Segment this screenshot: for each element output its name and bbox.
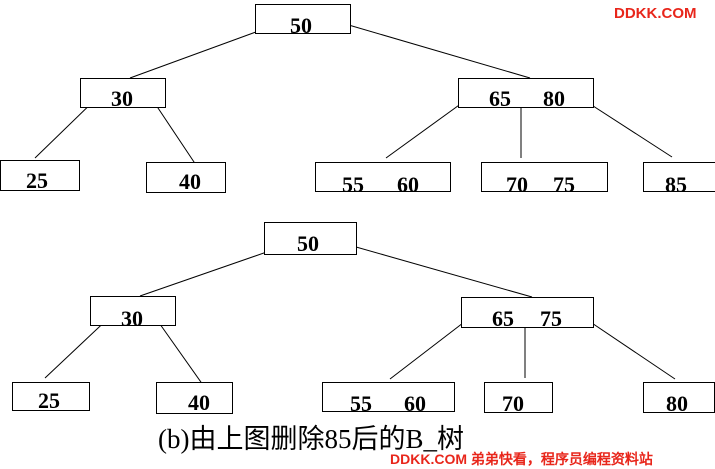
node-box bbox=[461, 297, 594, 328]
figure-caption: (b)由上图删除85后的B_树 bbox=[158, 424, 464, 454]
node-box bbox=[643, 382, 715, 413]
node-top-leaf-40: 40 bbox=[146, 162, 226, 194]
node-bot-left: 30 bbox=[90, 296, 176, 331]
node-key: 70 bbox=[502, 391, 524, 416]
node-top-right: 65 80 bbox=[458, 78, 594, 111]
nodes-layer: 50 30 65 80 25 40 55 60 70 75 85 50 30 65 75 25 40 55 60 70… bbox=[0, 4, 715, 416]
node-key: 55 bbox=[350, 391, 372, 416]
node-box bbox=[458, 78, 594, 108]
node-key: 60 bbox=[404, 391, 426, 416]
node-bot-leaf-40: 40 bbox=[156, 382, 233, 415]
node-box bbox=[264, 222, 357, 255]
edge-bot-root-to-bot-right bbox=[334, 240, 533, 298]
node-key: 80 bbox=[543, 86, 565, 111]
node-key: 50 bbox=[297, 231, 319, 256]
node-box bbox=[315, 162, 451, 192]
watermark-bottom: DDKK.COM 弟弟快看，程序员编程资料站 bbox=[390, 451, 653, 467]
node-top-leaf-55-60: 55 60 bbox=[315, 162, 451, 197]
node-box bbox=[90, 296, 176, 326]
node-top-root: 50 bbox=[255, 4, 351, 38]
node-key: 60 bbox=[397, 172, 419, 197]
node-box bbox=[322, 382, 455, 412]
node-top-leaf-70-75: 70 75 bbox=[481, 162, 608, 197]
node-box bbox=[484, 382, 553, 413]
node-box bbox=[12, 382, 90, 411]
node-key: 80 bbox=[666, 391, 688, 416]
node-key: 75 bbox=[540, 306, 562, 331]
node-key: 30 bbox=[121, 306, 143, 331]
node-key: 55 bbox=[342, 172, 364, 197]
node-key: 70 bbox=[506, 172, 528, 197]
node-bot-leaf-25: 25 bbox=[12, 382, 90, 413]
node-box bbox=[0, 160, 80, 191]
edge-bot-root-to-bot-left bbox=[139, 245, 285, 297]
node-bot-leaf-80: 80 bbox=[643, 382, 715, 416]
edge-top-root-to-top-right bbox=[334, 20, 531, 79]
node-box bbox=[156, 382, 233, 414]
node-box bbox=[643, 162, 715, 192]
node-top-left: 30 bbox=[80, 78, 166, 111]
node-box bbox=[146, 162, 226, 193]
node-key: 65 bbox=[492, 306, 514, 331]
node-key: 50 bbox=[290, 13, 312, 38]
node-top-leaf-25: 25 bbox=[0, 160, 80, 193]
node-box bbox=[255, 4, 351, 34]
node-key: 75 bbox=[553, 172, 575, 197]
node-key: 25 bbox=[38, 388, 60, 413]
node-bot-leaf-55-60: 55 60 bbox=[322, 382, 455, 416]
node-key: 40 bbox=[188, 390, 210, 415]
node-key: 40 bbox=[179, 169, 201, 194]
node-box bbox=[481, 162, 608, 192]
watermark-top: DDKK.COM bbox=[614, 5, 697, 22]
edge-top-root-to-top-left bbox=[129, 24, 276, 79]
node-key: 85 bbox=[665, 172, 687, 197]
node-box bbox=[80, 78, 166, 108]
node-bot-leaf-70: 70 bbox=[484, 382, 553, 416]
node-key: 30 bbox=[111, 86, 133, 111]
node-key: 25 bbox=[26, 168, 48, 193]
node-bot-right: 65 75 bbox=[461, 297, 594, 331]
node-top-leaf-85: 85 bbox=[643, 162, 715, 197]
node-key: 65 bbox=[489, 86, 511, 111]
node-bot-root: 50 bbox=[264, 222, 357, 256]
